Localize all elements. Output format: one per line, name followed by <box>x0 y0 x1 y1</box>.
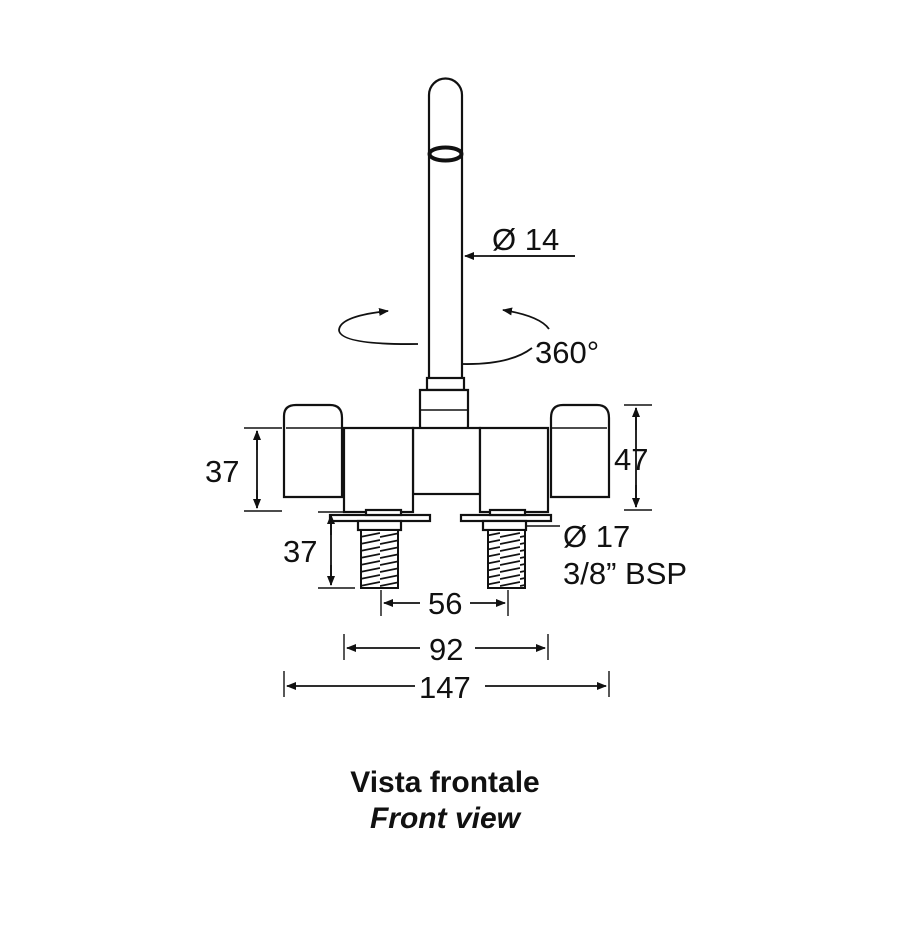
thread-spacing-label: 56 <box>428 586 462 621</box>
thread-diameter-label: Ø 17 <box>563 519 630 554</box>
body-height-label: 47 <box>614 442 648 477</box>
left-handle <box>282 403 344 499</box>
central-body <box>411 426 482 496</box>
spout-tube <box>427 77 464 382</box>
overall-width-label: 147 <box>419 670 471 705</box>
left-valve-body <box>342 426 415 514</box>
caption-italian: Vista frontale <box>350 766 540 799</box>
left-shank <box>328 508 432 589</box>
spout-diameter-label: Ø 14 <box>492 222 559 257</box>
faucet-drawing <box>282 77 611 589</box>
handle-height-label: 37 <box>205 454 239 489</box>
dimension-lines <box>244 252 652 697</box>
right-handle <box>549 403 611 499</box>
caption: Vista frontale Front view <box>350 766 540 835</box>
right-valve-body <box>478 426 550 514</box>
dimension-labels: Ø 14 360° 37 47 37 Ø 17 3/8” BSP 56 92 1… <box>205 222 687 705</box>
rotation-label: 360° <box>535 335 599 370</box>
spout-collar <box>425 376 466 392</box>
thread-length-label: 37 <box>283 534 317 569</box>
caption-english: Front view <box>370 802 522 835</box>
thread-spec-label: 3/8” BSP <box>563 556 687 591</box>
right-shank <box>459 508 553 589</box>
body-width-label: 92 <box>429 632 463 667</box>
aerator-ring <box>427 145 464 163</box>
